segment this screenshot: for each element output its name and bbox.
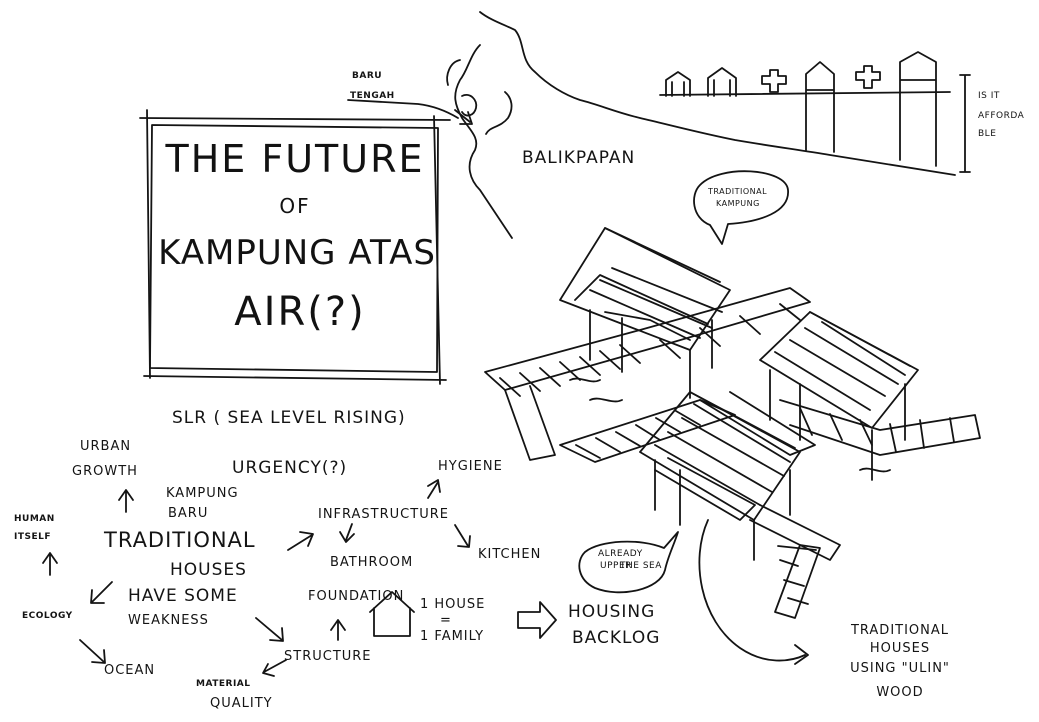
- mindmap-human-1: HUMAN: [14, 514, 55, 524]
- coastline-map: [347, 11, 956, 239]
- skyline-note-2: AFFORDA: [978, 111, 1025, 121]
- mindmap-infrastructure: INFRASTRUCTURE: [318, 507, 449, 522]
- mindmap-material-1: MATERIAL: [196, 679, 251, 689]
- bubble-mid-line-3: THE SEA: [620, 561, 662, 571]
- bubble-top-line-2: KAMPUNG: [716, 199, 760, 208]
- mindmap-ecology: ECOLOGY: [22, 611, 73, 621]
- mindmap-kitchen: KITCHEN: [478, 547, 542, 562]
- bubble-mid-line-2: UPPER: [600, 561, 632, 571]
- mindmap-material-2: QUALITY: [210, 696, 273, 711]
- mindmap-ocean: OCEAN: [104, 663, 156, 678]
- bubble-mid-line-1: ALREADY: [598, 549, 643, 559]
- map-place-bottom: TENGAH: [350, 91, 395, 101]
- mindmap-houses: HOUSES: [170, 560, 247, 580]
- mindmap-backlog-2: BACKLOG: [572, 628, 661, 648]
- mindmap-house-1: 1 HOUSE: [420, 597, 486, 612]
- title-line-1: THE FUTURE: [165, 137, 425, 181]
- mindmap-backlog-1: HOUSING: [568, 602, 656, 622]
- title-line-3: KAMPUNG ATAS: [158, 233, 436, 273]
- mindmap-traditional: TRADITIONAL: [104, 528, 256, 552]
- title-line-4: AIR(?): [234, 289, 366, 335]
- stilt-houses: [484, 227, 981, 619]
- map-place-top: BARU: [352, 71, 383, 81]
- mindmap-kampung-2: BARU: [168, 506, 209, 521]
- caption-line-1: TRADITIONAL: [850, 623, 950, 638]
- mindmap-house-3: 1 FAMILY: [420, 629, 485, 644]
- mindmap-house-2: =: [440, 613, 452, 628]
- city-label: BALIKPAPAN: [522, 148, 636, 168]
- skyline-note-1: IS IT: [978, 91, 1000, 101]
- mindmap-arrows: [42, 479, 557, 677]
- mindmap-urban-2: GROWTH: [72, 464, 138, 479]
- mindmap-have-some: HAVE SOME: [128, 586, 238, 606]
- caption-line-3: USING "ULIN": [850, 661, 950, 676]
- title-frame: [139, 109, 451, 385]
- bubble-top-line-1: TRADITIONAL: [708, 187, 768, 196]
- skyline-note-3: BLE: [978, 129, 997, 139]
- caption-arrow: [698, 519, 809, 665]
- speech-bubbles: [578, 170, 789, 594]
- mindmap-human-2: ITSELF: [14, 532, 52, 542]
- mindmap-hygiene: HYGIENE: [438, 459, 503, 474]
- caption-line-4: WOOD: [876, 685, 924, 700]
- skyline: [659, 51, 971, 173]
- mindmap-urban-1: URBAN: [80, 439, 132, 454]
- mindmap-kampung-1: KAMPUNG: [166, 486, 239, 501]
- mindmap-slr: SLR ( SEA LEVEL RISING): [172, 408, 406, 428]
- mindmap-structure: STRUCTURE: [284, 649, 372, 664]
- caption-line-2: HOUSES: [869, 641, 931, 656]
- mindmap-urgency: URGENCY(?): [232, 458, 348, 478]
- title-line-2: OF: [279, 194, 311, 218]
- mindmap-bathroom: BATHROOM: [330, 555, 414, 570]
- mindmap-weakness: WEAKNESS: [128, 613, 209, 628]
- mindmap-foundation: FOUNDATION: [308, 589, 405, 604]
